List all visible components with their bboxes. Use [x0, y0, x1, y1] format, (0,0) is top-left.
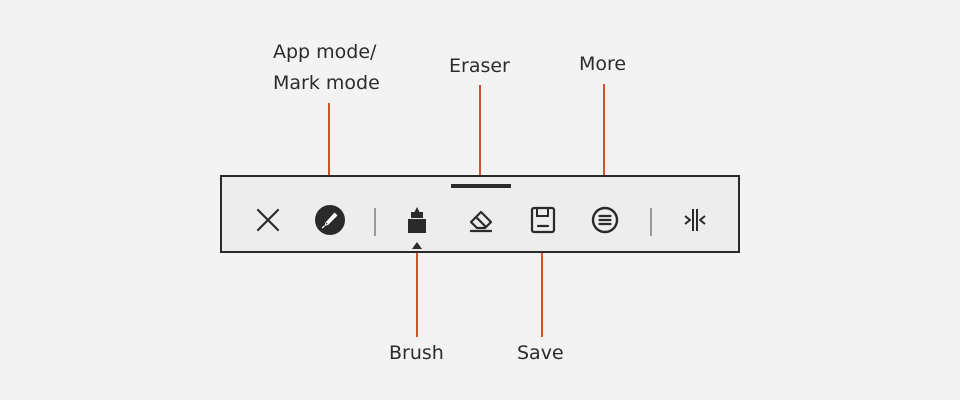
callout-brush: Brush [389, 342, 444, 364]
callout-app-mode-line1: App mode/ [273, 41, 377, 63]
brush-button[interactable] [399, 202, 435, 238]
markup-toolbar [220, 175, 740, 253]
active-tool-indicator [412, 242, 422, 249]
callout-more: More [579, 53, 627, 75]
eraser-button[interactable] [463, 202, 499, 238]
more-button[interactable] [587, 202, 623, 238]
toolbar-divider-right [650, 208, 652, 236]
leader-more [603, 84, 605, 197]
mark-mode-toggle[interactable] [312, 202, 348, 238]
leader-brush [416, 247, 418, 337]
callout-app-mode-line2: Mark mode [273, 72, 380, 94]
drag-handle[interactable] [451, 184, 511, 188]
floppy-disk-icon [528, 205, 558, 235]
eraser-icon [465, 204, 497, 236]
callout-save: Save [517, 342, 564, 364]
collapse-arrows-icon [680, 205, 710, 235]
toolbar-divider-left [374, 208, 376, 236]
leader-eraser [479, 85, 481, 196]
close-icon [254, 206, 282, 234]
marker-icon [403, 204, 431, 236]
collapse-toolbar-button[interactable] [677, 202, 713, 238]
leader-app-mode [328, 103, 330, 196]
close-button[interactable] [250, 202, 286, 238]
menu-circle-icon [589, 204, 621, 236]
save-button[interactable] [525, 202, 561, 238]
callout-eraser: Eraser [449, 55, 510, 77]
leader-save [541, 243, 543, 337]
pen-circle-icon [314, 204, 346, 236]
